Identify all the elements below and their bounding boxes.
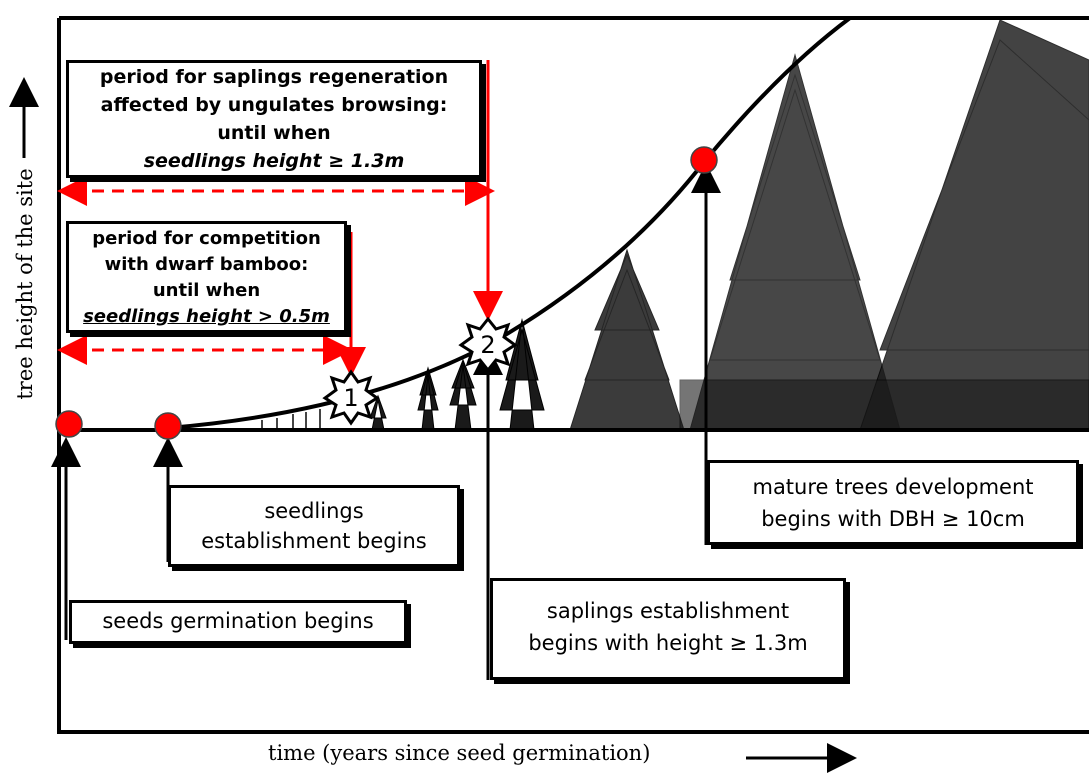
- star-1-label: 1: [343, 384, 358, 412]
- young-tree-4: [499, 318, 545, 431]
- saplings-line-2: begins with height ≥ 1.3m: [528, 631, 808, 655]
- browsing-line-3: until when: [217, 122, 331, 144]
- large-tree-2: [859, 19, 1089, 431]
- mature-line-1: mature trees development: [752, 475, 1034, 499]
- browsing-period-box: period for saplings regeneration affecte…: [66, 60, 482, 178]
- seedlings-establishment-box: seedlings establishment begins: [168, 485, 460, 567]
- browsing-line-4-rest: ≥ 1.3m: [321, 150, 405, 172]
- mature-trees-box: mature trees development begins with DBH…: [707, 460, 1079, 545]
- medium-tree: [569, 248, 685, 431]
- germination-box: seeds germination begins: [69, 600, 407, 644]
- browsing-line-4: seedlings height ≥ 1.3m: [69, 147, 479, 175]
- tree-illustrations: [261, 19, 1089, 431]
- browsing-line-2: affected by ungulates browsing:: [100, 94, 448, 116]
- bamboo-line-1: period for competition: [92, 228, 321, 249]
- growth-curve: [167, 16, 852, 430]
- star-2-label: 2: [480, 331, 495, 359]
- saplings-line-1: saplings establishment: [546, 599, 790, 623]
- x-axis-label: time (years since seed germination): [268, 741, 651, 765]
- young-tree-2: [417, 366, 439, 431]
- mature-line-2: begins with DBH ≥ 10cm: [761, 507, 1025, 531]
- bamboo-line-4: seedlings height > 0.5m: [69, 304, 344, 330]
- bamboo-period-box: period for competition with dwarf bamboo…: [66, 221, 347, 333]
- forest-floor: [679, 379, 1089, 431]
- chart-frame: [57, 16, 1089, 734]
- seedlings-line-1: seedlings: [264, 499, 364, 523]
- y-axis-label: tree height of the site: [13, 168, 37, 400]
- saplings-establishment-box: saplings establishment begins with heigh…: [490, 578, 846, 680]
- seedlings-line-2: establishment begins: [201, 529, 427, 553]
- browsing-line-4-italic: seedlings height: [143, 150, 322, 172]
- bamboo-line-2: with dwarf bamboo:: [104, 254, 309, 275]
- star-marker-1: 1: [322, 369, 380, 426]
- browsing-line-1: period for saplings regeneration: [99, 66, 449, 88]
- large-tree-1: [689, 53, 901, 431]
- bamboo-line-4-italic: seedlings height > 0.5m: [83, 306, 330, 327]
- germination-label: seeds germination begins: [102, 609, 374, 633]
- mature-dot: [690, 146, 718, 174]
- germination-dot: [55, 410, 83, 438]
- bamboo-line-3: until when: [152, 280, 261, 301]
- star-marker-2: 2: [458, 316, 518, 373]
- young-tree-3: [449, 358, 477, 431]
- seedlings-dot: [154, 412, 182, 440]
